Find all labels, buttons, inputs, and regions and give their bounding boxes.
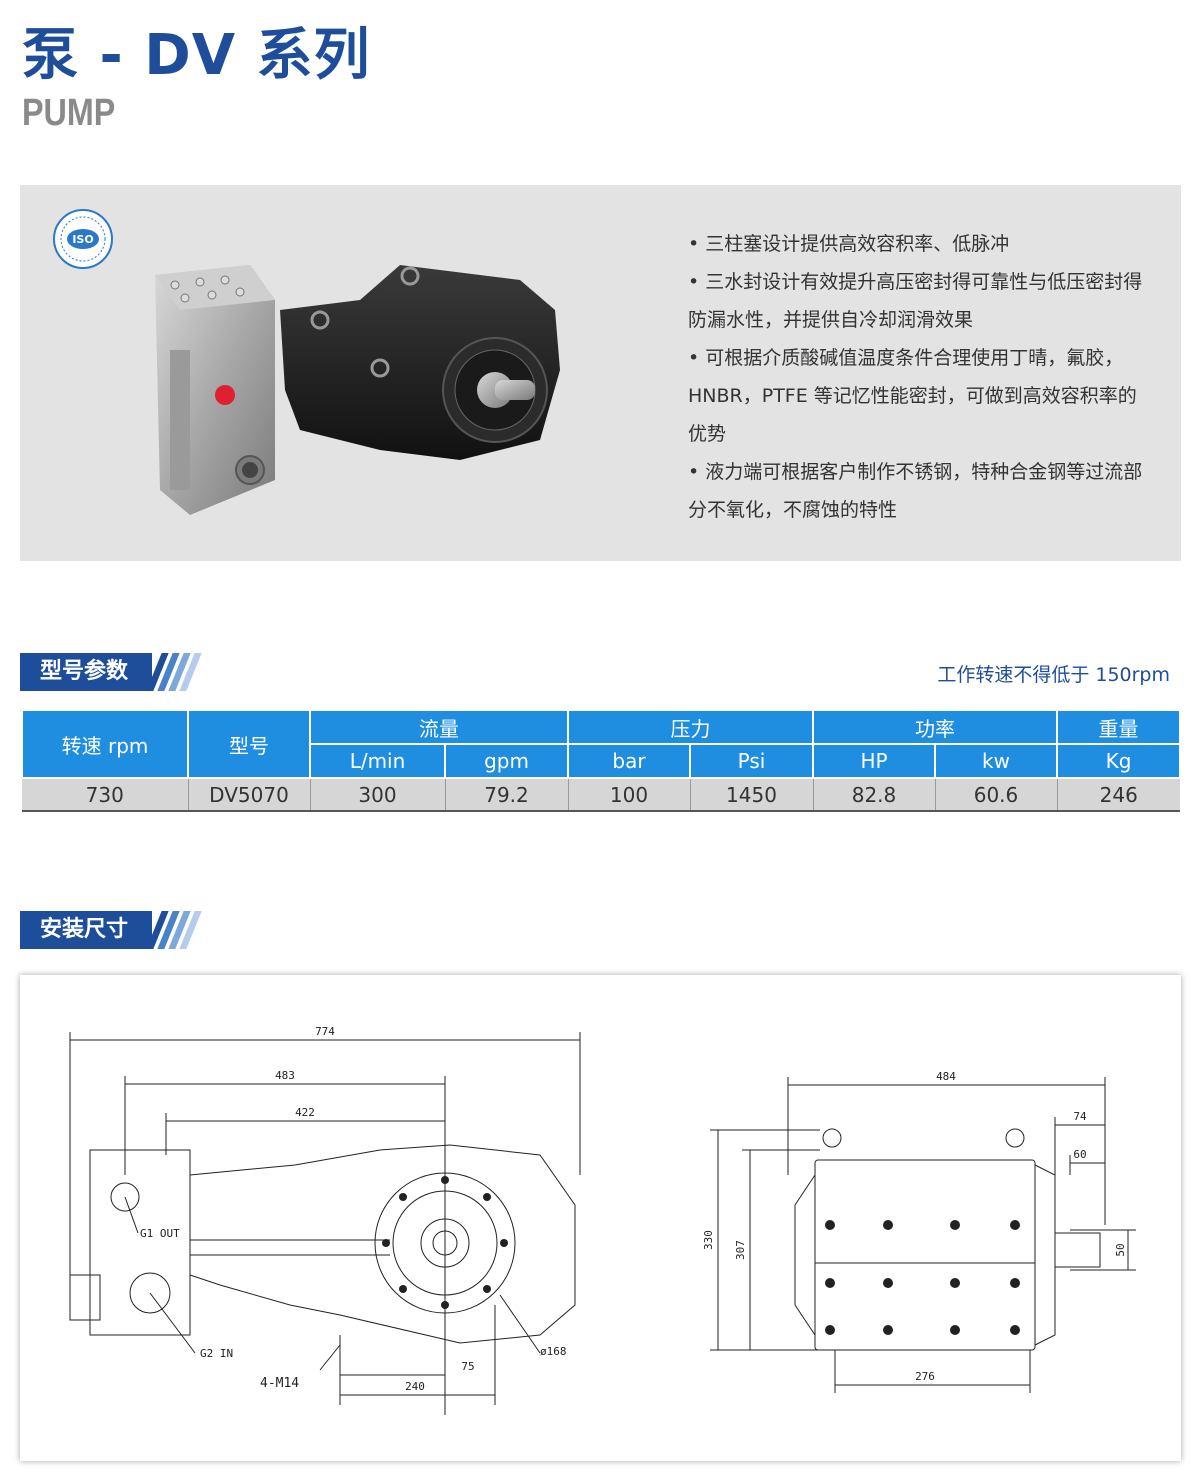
cell-psi: 1450: [690, 778, 814, 812]
dim-484: 484: [936, 1070, 956, 1083]
unit-kg: Kg: [1056, 743, 1181, 779]
feature-list: • 三柱塞设计提供高效容积率、低脉冲 • 三水封设计有效提升高压密封得可靠性与低…: [688, 225, 1148, 529]
dim-307: 307: [734, 1240, 747, 1260]
cell-gpm: 79.2: [445, 778, 569, 812]
table-row: 730 DV5070 300 79.2 100 1450 82.8 60.6 2…: [22, 778, 1180, 812]
dimension-drawing: 774 483 422 75 240 G1 OUT G2 IN 4-M14 ø1…: [20, 975, 1181, 1461]
unit-kw: kw: [934, 743, 1058, 779]
page-title: 泵 - DV 系列: [22, 23, 371, 88]
feature-item: • 可根据介质酸碱值温度条件合理使用丁晴，氟胶，HNBR，PTFE 等记忆性能密…: [688, 347, 1137, 445]
feature-item: • 液力端可根据客户制作不锈钢，特种合金钢等过流部分不氧化，不腐蚀的特性: [688, 461, 1143, 521]
col-weight: 重量: [1056, 709, 1181, 745]
spec-section-label: 型号参数: [20, 653, 153, 691]
product-hero: ISO: [20, 185, 1181, 561]
iso-badge-text: ISO: [72, 233, 93, 246]
label-diameter-168: ø168: [540, 1345, 567, 1358]
cell-hp: 82.8: [813, 778, 936, 812]
col-model: 型号: [187, 709, 311, 779]
pump-product-image: [155, 265, 560, 515]
unit-hp: HP: [812, 743, 936, 779]
unit-gpm: gpm: [444, 743, 569, 779]
dim-483: 483: [275, 1069, 295, 1082]
dim-75: 75: [461, 1360, 474, 1373]
cell-model: DV5070: [188, 778, 311, 812]
label-4-m14: 4-M14: [260, 1376, 299, 1391]
col-power: 功率: [812, 709, 1058, 745]
stripe-decoration: [146, 911, 202, 949]
unit-bar: bar: [567, 743, 691, 779]
feature-item: • 三水封设计有效提升高压密封得可靠性与低压密封得防漏水性，并提供自冷却润滑效果: [688, 271, 1143, 331]
dim-774: 774: [315, 1025, 335, 1038]
col-speed: 转速 rpm: [21, 709, 189, 779]
label-g1-out: G1 OUT: [140, 1227, 180, 1240]
min-speed-note: 工作转速不得低于 150rpm: [937, 664, 1170, 686]
cell-lmin: 300: [310, 778, 446, 812]
cell-bar: 100: [568, 778, 691, 812]
dimension-drawing-svg: 774 483 422 75 240 G1 OUT G2 IN 4-M14 ø1…: [69, 1025, 1136, 1415]
cell-kw: 60.6: [935, 778, 1058, 812]
dim-240: 240: [405, 1380, 425, 1393]
iso-certified-icon: ISO: [53, 209, 113, 269]
unit-psi: Psi: [689, 743, 814, 779]
spec-table: 转速 rpm 型号 流量 压力 功率 重量 L/min gpm bar Psi …: [21, 709, 1181, 812]
col-flow: 流量: [309, 709, 569, 745]
dim-74: 74: [1073, 1110, 1087, 1123]
stripe-decoration: [146, 653, 202, 691]
label-g2-in: G2 IN: [200, 1347, 233, 1360]
page-subtitle: PUMP: [22, 92, 116, 134]
cell-kg: 246: [1057, 778, 1180, 812]
col-pressure: 压力: [567, 709, 814, 745]
feature-item: • 三柱塞设计提供高效容积率、低脉冲: [688, 233, 1010, 255]
install-section-header: 安装尺寸: [20, 911, 202, 949]
spec-section-header: 型号参数: [20, 653, 202, 691]
unit-lmin: L/min: [309, 743, 446, 779]
install-section-label: 安装尺寸: [20, 911, 153, 949]
dim-422: 422: [295, 1106, 315, 1119]
cell-speed: 730: [22, 778, 189, 812]
dim-276: 276: [915, 1370, 935, 1383]
dim-50: 50: [1114, 1243, 1127, 1256]
dim-60: 60: [1073, 1148, 1086, 1161]
dim-330: 330: [702, 1230, 715, 1250]
